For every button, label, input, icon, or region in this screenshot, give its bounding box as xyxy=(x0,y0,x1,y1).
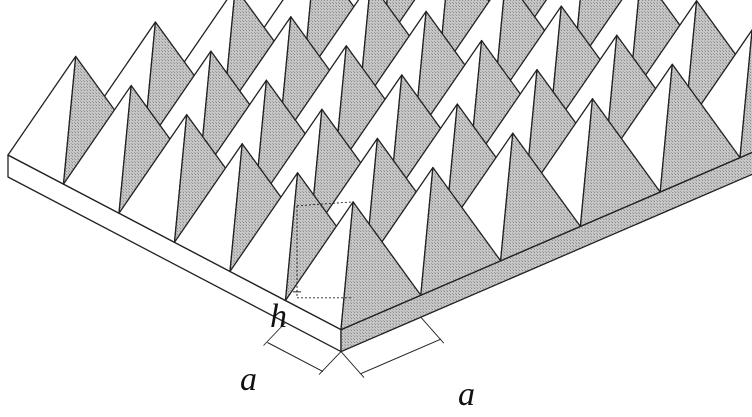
pitch-right-extension-2 xyxy=(421,317,444,343)
pyramid-grid xyxy=(8,0,752,330)
pitch-dimension-right xyxy=(361,339,441,373)
pitch-label-right: a xyxy=(458,378,475,412)
height-label: h xyxy=(270,300,287,334)
pitch-right-extension-1 xyxy=(341,352,364,378)
pitch-left-extension-2 xyxy=(319,352,341,375)
pitch-dimension-left xyxy=(268,343,324,372)
pitch-label-left: a xyxy=(240,363,257,397)
